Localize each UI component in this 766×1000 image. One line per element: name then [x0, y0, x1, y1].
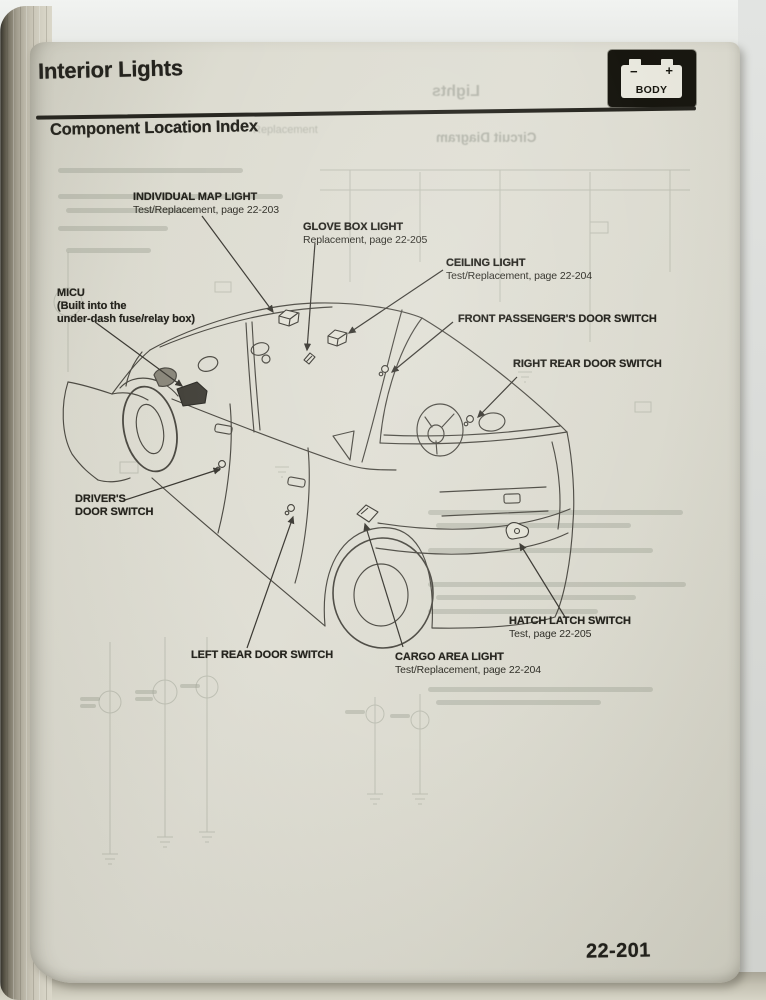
callout-individual-map-light: INDIVIDUAL MAP LIGHT Test/Replacement, p… — [133, 191, 279, 216]
callout-ceiling-light: CEILING LIGHT Test/Replacement, page 22-… — [446, 257, 592, 282]
car-diagram — [53, 168, 690, 865]
callout-name: under-dash fuse/relay box) — [57, 312, 195, 325]
callout-name: CARGO AREA LIGHT — [395, 651, 504, 663]
callout-drivers-door-switch: DRIVER'S DOOR SWITCH — [75, 493, 153, 519]
battery-polarity: − + — [621, 63, 682, 79]
callout-name: INDIVIDUAL MAP LIGHT — [133, 191, 258, 203]
callout-name: HATCH LATCH SWITCH — [509, 615, 631, 627]
badge-label: BODY — [635, 84, 668, 96]
left-rear-door-switch-marker — [284, 504, 295, 516]
callout-left-rear-door-switch: LEFT REAR DOOR SWITCH — [191, 649, 333, 662]
body-system-badge: − + BODY — [608, 50, 696, 107]
section-title: Component Location Index — [49, 117, 259, 139]
micu-marker — [176, 381, 208, 407]
battery-terminal-right — [661, 59, 673, 66]
individual-map-light-marker — [278, 309, 300, 327]
leader-lines — [94, 215, 566, 649]
page-title: Interior Lights — [37, 55, 184, 84]
callout-ref: Test/Replacement, page 22-203 — [133, 203, 279, 216]
callout-name: GLOVE BOX LIGHT — [303, 221, 403, 233]
callout-name: RIGHT REAR DOOR SWITCH — [513, 358, 662, 370]
callout-cargo-area-light: CARGO AREA LIGHT Test/Replacement, page … — [395, 651, 541, 676]
callout-hatch-latch-switch: HATCH LATCH SWITCH Test, page 22-205 — [509, 615, 631, 640]
right-rear-door-switch-marker — [463, 415, 474, 427]
component-markers — [176, 309, 529, 540]
manual-page: Lights Circuit Diagram Replacement Inter… — [30, 42, 740, 983]
ceiling-light-marker — [327, 329, 348, 347]
page-number: 22-201 — [585, 939, 651, 963]
car-outline — [62, 302, 575, 649]
front-passenger-door-switch-marker — [378, 365, 389, 377]
callout-glove-box-light: GLOVE BOX LIGHT Replacement, page 22-205 — [303, 221, 427, 246]
callout-ref: Test, page 22-205 — [509, 627, 592, 640]
callout-name: CEILING LIGHT — [446, 257, 526, 269]
callout-ref: Replacement, page 22-205 — [303, 233, 428, 246]
callout-name: MICU — [57, 287, 85, 299]
callout-right-rear-door-switch: RIGHT REAR DOOR SWITCH — [513, 358, 662, 371]
minus-sign: − — [630, 64, 638, 79]
callout-name: DOOR SWITCH — [75, 505, 154, 518]
battery-icon: − + BODY — [621, 59, 682, 98]
table-surface-right — [738, 0, 766, 1000]
hatch-latch-switch-marker — [505, 522, 529, 540]
callout-ref: Test/Replacement, page 22-204 — [395, 663, 541, 676]
callout-name: DRIVER'S — [75, 493, 126, 505]
ghost-mirrored-title: Lights — [432, 83, 480, 100]
callout-name: (Built into the — [57, 299, 127, 312]
ghost-word: Replacement — [253, 124, 318, 136]
callout-micu: MICU (Built into the under-dash fuse/rel… — [57, 287, 195, 326]
callout-front-passengers-door-switch: FRONT PASSENGER'S DOOR SWITCH — [458, 313, 657, 326]
ghost-mirrored-section: Circuit Diagram — [436, 130, 537, 145]
glove-box-light-marker — [303, 352, 316, 365]
callout-name: LEFT REAR DOOR SWITCH — [191, 649, 334, 661]
ghost-circuit-showthrough — [53, 169, 690, 865]
callout-name: FRONT PASSENGER'S DOOR SWITCH — [458, 313, 657, 325]
ghost-text-bars — [58, 168, 686, 718]
cargo-area-light-marker — [356, 504, 379, 523]
plus-sign: + — [665, 63, 673, 78]
page-surface: Lights Circuit Diagram Replacement Inter… — [30, 42, 740, 983]
callout-ref: Test/Replacement, page 22-204 — [446, 269, 592, 282]
battery-terminal-left — [629, 59, 641, 66]
